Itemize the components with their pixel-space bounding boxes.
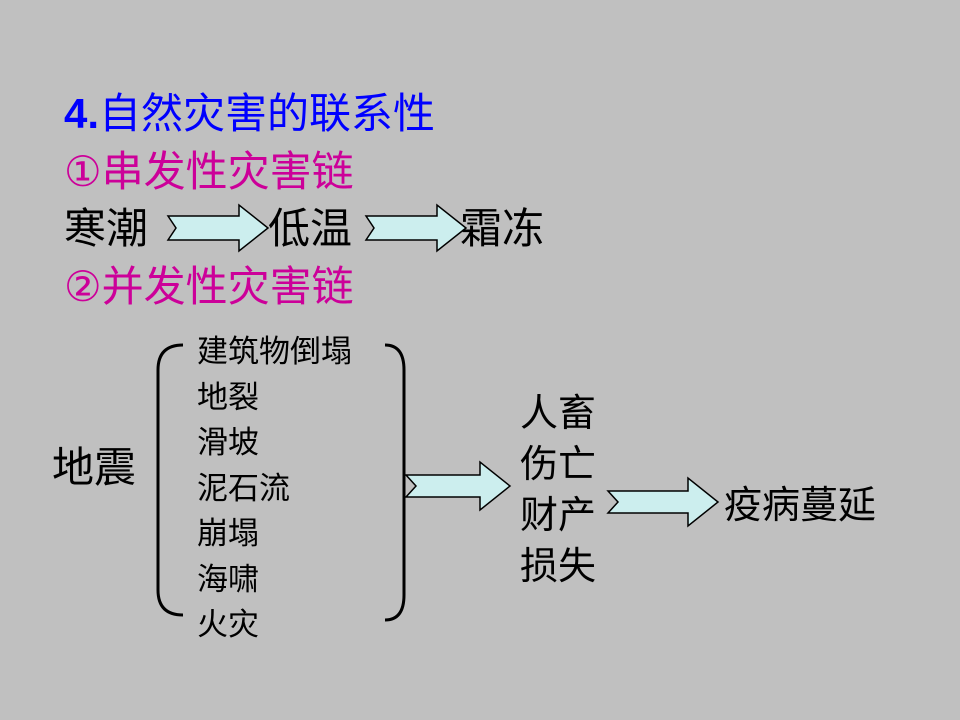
consequence-item: 损失 [520, 544, 597, 588]
serial-chain-heading: ①串发性灾害链 [64, 147, 354, 196]
chain-step-frost: 霜冻 [460, 204, 545, 253]
effects-to-loss-arrow [404, 460, 512, 512]
consequence-item: 伤亡 [520, 442, 597, 486]
consequence-item: 人畜 [520, 391, 597, 435]
loss-to-epidemic-arrow [606, 476, 720, 528]
chain-step-low-temp: 低温 [268, 204, 353, 253]
effect-item: 海啸 [197, 561, 259, 598]
epidemic-label: 疫病蔓延 [724, 483, 877, 527]
earthquake-label: 地震 [52, 443, 137, 492]
serial-arrow-2 [364, 203, 468, 253]
effect-item: 地裂 [197, 379, 259, 416]
effect-item: 建筑物倒塌 [197, 334, 352, 370]
concurrent-chain-heading: ②并发性灾害链 [64, 262, 354, 311]
effect-item: 滑坡 [197, 425, 259, 461]
consequences-list: 人畜 伤亡 财产 损失 [520, 388, 596, 592]
title-number: 4. [64, 90, 100, 137]
serial-arrow-1 [166, 203, 270, 253]
consequence-item: 财产 [520, 493, 597, 537]
left-brace [156, 343, 184, 617]
slide-title: 4.自然灾害的联系性 [64, 86, 435, 142]
effect-item: 火灾 [197, 607, 259, 643]
title-text: 自然灾害的联系性 [99, 89, 436, 138]
effect-item: 泥石流 [197, 470, 290, 507]
right-brace [384, 343, 406, 622]
effect-item: 崩塌 [197, 516, 259, 552]
chain-step-cold-wave: 寒潮 [64, 204, 149, 253]
earthquake-effects-list: 建筑物倒塌 地裂 滑坡 泥石流 崩塌 海啸 火灾 [197, 330, 352, 649]
